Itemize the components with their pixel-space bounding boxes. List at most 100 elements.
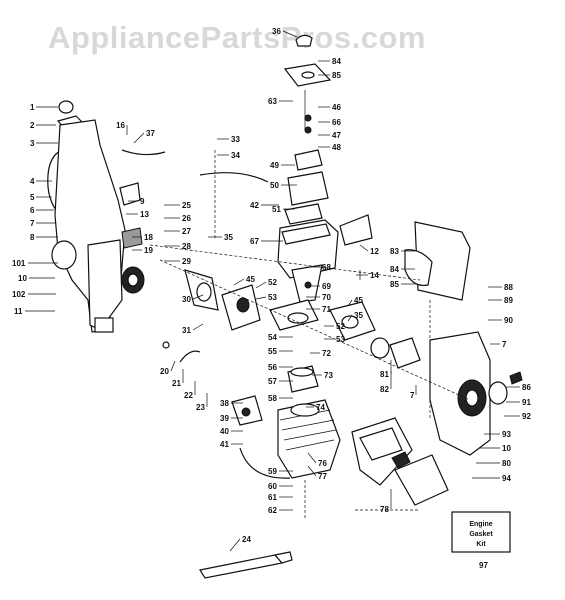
crank-part: [329, 301, 421, 369]
flywheel-part: [184, 269, 261, 331]
callout-number-35: 35: [224, 233, 233, 242]
leader-line: [347, 299, 353, 307]
callout-number-66: 66: [332, 118, 341, 127]
leader-line: [255, 296, 267, 300]
sealant-tube-part: [199, 551, 293, 579]
callout-number-20: 20: [160, 367, 169, 376]
callout-number-24: 24: [242, 535, 251, 544]
callout-number-89: 89: [504, 296, 513, 305]
callout-number-71: 71: [322, 305, 331, 314]
callout-number-4: 4: [30, 177, 35, 186]
callout-number-91: 91: [522, 398, 531, 407]
callout-number-53a: 53: [268, 293, 277, 302]
callout-number-12: 12: [370, 247, 379, 256]
kit-label-line2: Gasket: [469, 531, 493, 538]
callout-number-63: 63: [268, 97, 277, 106]
leader-line: [282, 30, 298, 38]
callout-number-59: 59: [268, 467, 277, 476]
callout-number-88: 88: [504, 283, 513, 292]
leader-line: [307, 465, 317, 477]
callout-number-69: 69: [322, 282, 331, 291]
kit-number: 97: [479, 561, 488, 570]
callout-number-5: 5: [30, 193, 35, 202]
callout-number-78: 78: [380, 505, 389, 514]
callout-number-13: 13: [140, 210, 149, 219]
callout-number-67: 67: [250, 237, 259, 246]
callout-number-86: 86: [522, 383, 531, 392]
leader-line: [255, 281, 267, 289]
callout-number-56: 56: [268, 363, 277, 372]
callout-number-21: 21: [172, 379, 181, 388]
callout-number-29: 29: [182, 257, 191, 266]
cylinder-part: [277, 399, 341, 479]
spark-plug-wire-part: [239, 447, 291, 479]
callout-number-34: 34: [231, 151, 240, 160]
callout-number-6: 6: [30, 206, 35, 215]
throttle-cable-part: [199, 172, 269, 183]
leader-line: [192, 323, 204, 331]
callout-number-8: 8: [30, 233, 35, 242]
air-filter-box-part: [277, 219, 339, 279]
kit-label-line1: Engine: [469, 521, 492, 528]
callout-number-52b: 52: [336, 322, 345, 331]
callout-number-57: 57: [268, 377, 277, 386]
callout-number-2: 2: [30, 121, 35, 130]
callout-number-84a: 84: [332, 57, 341, 66]
callout-number-61: 61: [268, 493, 277, 502]
fuel-line-part: [121, 149, 166, 156]
watermark-text: AppliancePartsPros.com: [48, 20, 426, 55]
callout-number-19: 19: [144, 246, 153, 255]
callout-number-37: 37: [146, 129, 155, 138]
leader-line: [229, 538, 241, 552]
leader-line: [133, 132, 145, 144]
engine-housing-part: [51, 119, 126, 333]
recoil-starter-part: [119, 182, 145, 294]
callout-number-92: 92: [522, 412, 531, 421]
callout-number-1: 1: [30, 103, 35, 112]
callout-number-55: 55: [268, 347, 277, 356]
callout-number-9: 9: [140, 197, 145, 206]
callout-number-42: 42: [250, 201, 259, 210]
carburetor-gasket-stack: [283, 34, 332, 225]
leader-line: [170, 360, 176, 372]
clutch-shoe-part: [488, 371, 523, 405]
callout-number-77: 77: [318, 472, 327, 481]
callout-number-53b: 53: [336, 335, 345, 344]
callout-number-46: 46: [332, 103, 341, 112]
callout-number-101: 101: [12, 259, 26, 268]
muffler-part: [351, 417, 449, 506]
leader-line: [359, 244, 369, 252]
callout-number-45b: 45: [354, 296, 363, 305]
callout-number-28: 28: [182, 242, 191, 251]
callout-number-70a: 70: [322, 293, 331, 302]
callout-number-52a: 52: [268, 278, 277, 287]
callout-number-58: 58: [268, 394, 277, 403]
callout-number-45a: 45: [246, 275, 255, 284]
callout-number-68: 68: [322, 263, 331, 272]
callout-number-30: 30: [182, 295, 191, 304]
leader-line: [233, 278, 245, 286]
callout-number-83: 83: [390, 247, 399, 256]
callout-number-60: 60: [268, 482, 277, 491]
spark-clip-part: [162, 341, 201, 363]
callout-number-7b: 7: [410, 391, 415, 400]
gasket-kit-box: Engine Gasket Kit: [451, 511, 511, 553]
callout-number-16: 16: [116, 121, 125, 130]
callout-number-82: 82: [380, 385, 389, 394]
callout-number-74: 74: [316, 403, 325, 412]
piston-part: [287, 365, 319, 393]
callout-number-38: 38: [220, 399, 229, 408]
callout-number-33: 33: [231, 135, 240, 144]
callout-number-27: 27: [182, 227, 191, 236]
callout-number-94: 94: [502, 474, 511, 483]
callout-number-10: 10: [18, 274, 27, 283]
callout-number-22: 22: [184, 391, 193, 400]
callout-number-49: 49: [270, 161, 279, 170]
callout-number-18: 18: [144, 233, 153, 242]
callout-number-73: 73: [324, 371, 333, 380]
leader-line: [347, 314, 353, 322]
handle-bracket-part: [404, 221, 471, 301]
